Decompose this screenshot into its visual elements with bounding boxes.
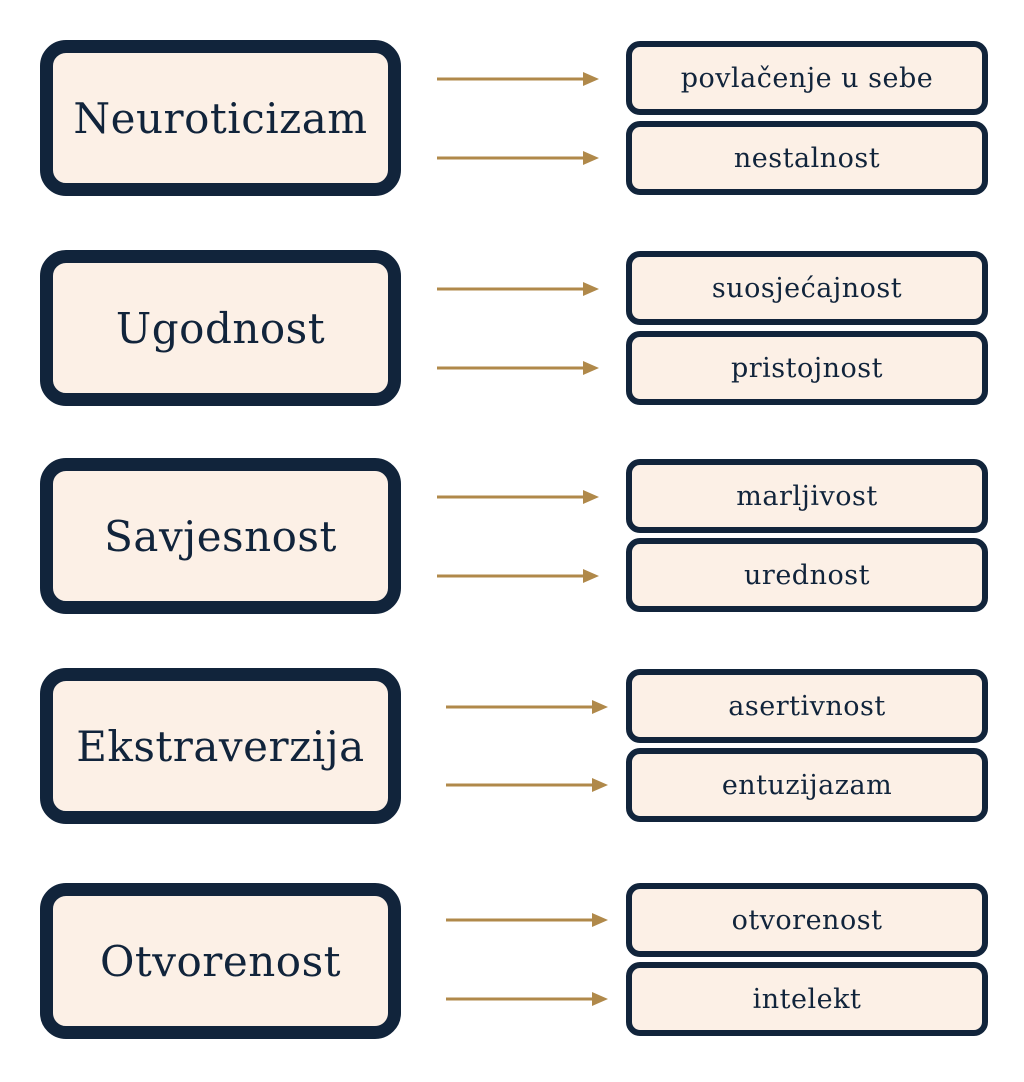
arrow-icon <box>437 71 599 87</box>
arrow-icon <box>437 489 599 505</box>
arrow-icon <box>437 281 599 297</box>
arrow-icon <box>446 991 608 1007</box>
facet-label: povlačenje u sebe <box>680 62 934 94</box>
arrow-icon <box>446 912 608 928</box>
trait-box-ugodnost: Ugodnost <box>40 250 401 406</box>
facet-label: entuzijazam <box>721 769 893 801</box>
facet-box-intelekt: intelekt <box>626 962 988 1036</box>
facet-box-urednost: urednost <box>626 538 988 612</box>
facet-box-entuzijazam: entuzijazam <box>626 748 988 822</box>
trait-label: Neuroticizam <box>73 93 368 143</box>
facet-label: asertivnost <box>728 690 886 722</box>
facet-label: suosjećajnost <box>711 272 903 304</box>
facet-box-pristojnost: pristojnost <box>626 331 988 405</box>
trait-box-otvorenost: Otvorenost <box>40 883 401 1039</box>
arrow-icon <box>437 150 599 166</box>
trait-label: Otvorenost <box>99 936 342 986</box>
facet-box-asertivnost: asertivnost <box>626 669 988 743</box>
facet-box-otvorenost: otvorenost <box>626 883 988 957</box>
facet-label: nestalnost <box>733 142 881 174</box>
trait-box-savjesnost: Savjesnost <box>40 458 401 614</box>
trait-label: Ekstraverzija <box>76 721 365 771</box>
facet-label: intelekt <box>752 983 862 1015</box>
facet-label: urednost <box>744 559 870 591</box>
trait-label: Savjesnost <box>104 511 337 561</box>
arrow-icon <box>446 699 608 715</box>
facet-box-suosjecajnost: suosjećajnost <box>626 251 988 325</box>
facet-label: pristojnost <box>730 352 883 384</box>
arrow-icon <box>437 360 599 376</box>
trait-label: Ugodnost <box>115 303 326 353</box>
facet-box-marljivost: marljivost <box>626 459 988 533</box>
trait-box-ekstraverzija: Ekstraverzija <box>40 668 401 824</box>
arrow-icon <box>446 777 608 793</box>
arrow-icon <box>437 568 599 584</box>
trait-box-neuroticizam: Neuroticizam <box>40 40 401 196</box>
facet-label: otvorenost <box>731 904 883 936</box>
facet-box-povlacenje-u-sebe: povlačenje u sebe <box>626 41 988 115</box>
facet-box-nestalnost: nestalnost <box>626 121 988 195</box>
facet-label: marljivost <box>736 480 878 512</box>
